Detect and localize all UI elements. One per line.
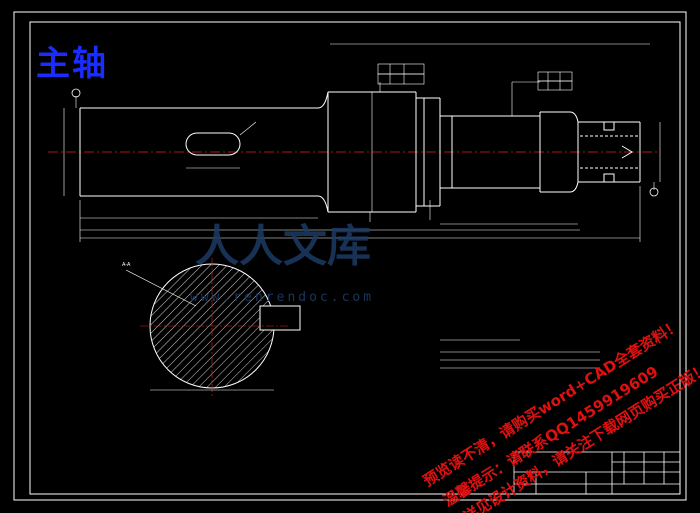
datum-circle-right: [649, 187, 659, 197]
outer-frame: [13, 11, 687, 501]
cross-section: [125, 258, 301, 396]
section-label: A-A: [122, 262, 131, 268]
logo-url: www.renrendoc.com: [190, 290, 375, 305]
drawing-title: 主轴: [36, 44, 108, 84]
dimension-lines: [63, 43, 661, 242]
inner-frame: [29, 21, 681, 495]
shaft-outline: [79, 91, 641, 213]
datum-circle-left: [71, 88, 81, 98]
logo-watermark: 人人文库: [195, 221, 371, 272]
title-block: [513, 451, 681, 495]
tolerance-frames: [377, 63, 573, 91]
technical-notes: [440, 339, 600, 369]
